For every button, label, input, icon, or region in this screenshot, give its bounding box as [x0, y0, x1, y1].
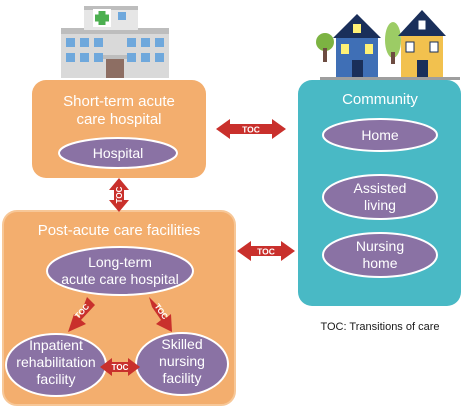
toc-arrow-shortterm-community: TOC [216, 119, 286, 139]
toc-label-bottom: TOC [112, 363, 129, 372]
toc-arrow-postacute-community: TOC [237, 241, 295, 261]
inpatient-rehab-label-line3: facility [37, 371, 76, 387]
inpatient-rehab-label-line1: Inpatient [29, 337, 83, 353]
skilled-nursing-label-line1: Skilled [161, 336, 202, 352]
legend-text: TOC: Transitions of care [320, 321, 439, 333]
assisted-living-label-line2: living [364, 197, 396, 213]
toc-arrow-inpatient-skilled: TOC [100, 358, 140, 376]
toc-label-top: TOC [242, 125, 260, 135]
nursing-home-label-line1: Nursing [356, 238, 404, 254]
community-title: Community [342, 91, 418, 108]
nursing-home-oval [322, 232, 438, 278]
toc-label-vertical: TOC [115, 186, 124, 203]
assisted-living-oval [322, 174, 438, 220]
long-term-oval [46, 246, 194, 296]
toc-label-right: TOC [257, 247, 275, 257]
nursing-home-label-line2: home [362, 255, 397, 271]
home-oval-label: Home [361, 127, 399, 143]
skilled-nursing-label-line3: facility [163, 370, 202, 386]
post-acute-title: Post-acute care facilities [38, 222, 201, 239]
home-oval [322, 118, 438, 152]
toc-arrow-shortterm-postacute: TOC [109, 178, 129, 212]
hospital-oval [58, 137, 178, 169]
skilled-nursing-label-line2: nursing [159, 353, 205, 369]
houses-icon [316, 10, 460, 80]
inpatient-rehab-label-line2: rehabilitation [16, 354, 95, 370]
hospital-oval-label: Hospital [93, 145, 144, 161]
short-term-title-line2: care hospital [76, 111, 161, 128]
hospital-building-icon [61, 6, 169, 78]
long-term-label-line2: acute care hospital [61, 271, 179, 287]
assisted-living-label-line1: Assisted [354, 180, 407, 196]
long-term-label-line1: Long-term [88, 254, 152, 270]
short-term-title-line1: Short-term acute [63, 93, 175, 110]
